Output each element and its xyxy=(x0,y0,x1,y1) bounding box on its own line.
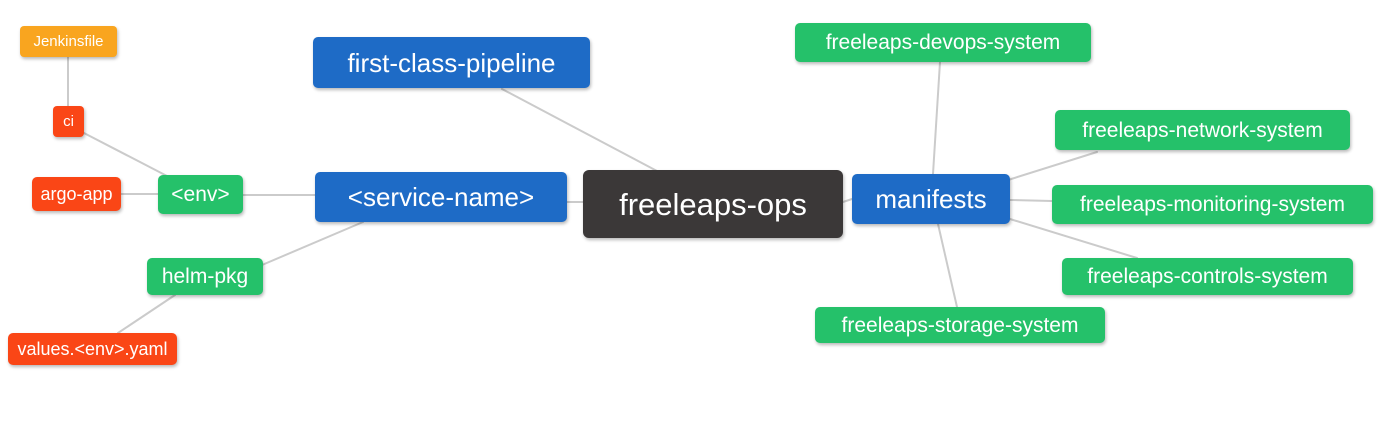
edge-values-env-yaml--helm-pkg xyxy=(117,294,176,334)
node-jenkinsfile[interactable]: Jenkinsfile xyxy=(20,26,117,57)
edge-first-class-pipeline--freeleaps-ops xyxy=(501,88,658,172)
node-env[interactable]: <env> xyxy=(158,175,243,214)
node-values-env-yaml[interactable]: values.<env>.yaml xyxy=(8,333,177,365)
edge-freeleaps-devops-system--manifests xyxy=(932,61,941,175)
node-freeleaps-storage-system[interactable]: freeleaps-storage-system xyxy=(815,307,1105,343)
edge-manifests--freeleaps-storage-system xyxy=(937,223,958,308)
node-helm-pkg[interactable]: helm-pkg xyxy=(147,258,263,295)
edge-helm-pkg--service-name xyxy=(261,221,364,266)
edge-freeleaps-ops--manifests xyxy=(842,198,853,203)
edge-manifests--freeleaps-monitoring-system xyxy=(1009,199,1053,202)
edge-ci--env xyxy=(81,131,168,177)
node-argo-app[interactable]: argo-app xyxy=(32,177,121,211)
node-service-name[interactable]: <service-name> xyxy=(315,172,567,222)
node-freeleaps-devops-system[interactable]: freeleaps-devops-system xyxy=(795,23,1091,62)
node-freeleaps-ops[interactable]: freeleaps-ops xyxy=(583,170,843,238)
edge-manifests--freeleaps-network-system xyxy=(1007,151,1098,181)
edge-manifests--freeleaps-controls-system xyxy=(1009,218,1138,259)
node-freeleaps-monitoring-system[interactable]: freeleaps-monitoring-system xyxy=(1052,185,1373,224)
node-freeleaps-controls-system[interactable]: freeleaps-controls-system xyxy=(1062,258,1353,295)
node-manifests[interactable]: manifests xyxy=(852,174,1010,224)
node-freeleaps-network-system[interactable]: freeleaps-network-system xyxy=(1055,110,1350,150)
node-ci[interactable]: ci xyxy=(53,106,84,137)
node-first-class-pipeline[interactable]: first-class-pipeline xyxy=(313,37,590,88)
